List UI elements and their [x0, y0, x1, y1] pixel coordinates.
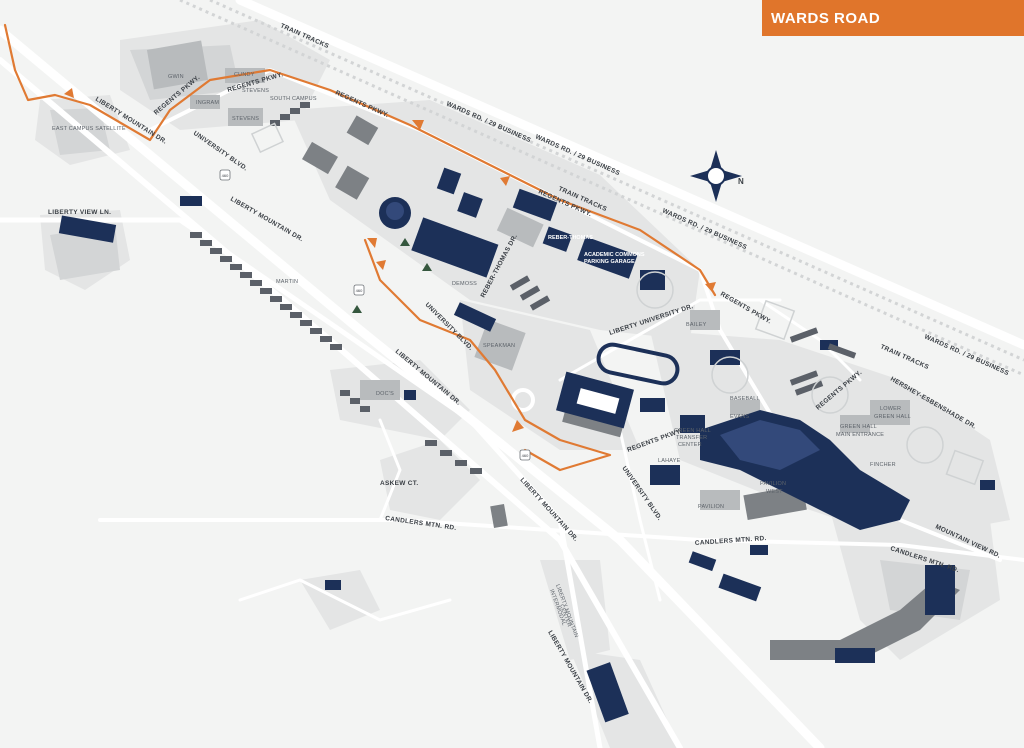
- svg-text:PAVILION: PAVILION: [698, 504, 724, 510]
- fields: [250, 122, 985, 486]
- svg-text:BASEBALL: BASEBALL: [730, 396, 760, 402]
- map-title: WARDS ROAD: [771, 9, 881, 27]
- svg-text:EAST CAMPUS SATELLITE: EAST CAMPUS SATELLITE: [52, 126, 126, 132]
- stadium: [556, 342, 680, 429]
- svg-text:FINCHER: FINCHER: [870, 462, 896, 468]
- svg-text:SPEAKMAN: SPEAKMAN: [483, 343, 515, 349]
- route-shields: 460 460 460: [219, 169, 531, 461]
- svg-text:ASKEW CT.: ASKEW CT.: [380, 480, 418, 487]
- svg-text:TRAIN TRACKS: TRAIN TRACKS: [879, 343, 930, 371]
- svg-text:DOC'S: DOC'S: [376, 391, 394, 397]
- svg-text:LAHAYE: LAHAYE: [658, 458, 681, 464]
- svg-text:INGRAM: INGRAM: [196, 100, 219, 106]
- svg-text:REBER-THOMAS: REBER-THOMAS: [548, 235, 593, 241]
- svg-text:MARTIN: MARTIN: [276, 279, 298, 285]
- svg-text:UNIVERSITY BLVD.: UNIVERSITY BLVD.: [192, 130, 249, 173]
- svg-text:GREEN HALL: GREEN HALL: [840, 424, 877, 430]
- svg-text:460: 460: [356, 288, 363, 293]
- svg-text:ACADEMIC COMMONS: ACADEMIC COMMONS: [584, 252, 645, 258]
- svg-text:LOWER: LOWER: [880, 406, 901, 412]
- svg-text:WEST: WEST: [766, 489, 783, 495]
- svg-text:CANDLERS MTN. RD.: CANDLERS MTN. RD.: [695, 535, 767, 547]
- svg-text:LIBERTY VIEW LN.: LIBERTY VIEW LN.: [48, 209, 111, 216]
- svg-text:PARKING GARAGE: PARKING GARAGE: [584, 259, 635, 265]
- compass-label: N: [738, 177, 744, 186]
- svg-text:GREEN HALL: GREEN HALL: [874, 414, 911, 420]
- svg-text:GWIN: GWIN: [168, 74, 184, 80]
- svg-text:DEMOSS: DEMOSS: [452, 281, 477, 287]
- svg-text:EVANS: EVANS: [730, 414, 749, 420]
- svg-text:WARDS RD. / 29 BUSINESS: WARDS RD. / 29 BUSINESS: [923, 333, 1010, 377]
- svg-text:PAVILION: PAVILION: [760, 481, 786, 487]
- svg-text:CENTER: CENTER: [678, 442, 702, 448]
- svg-text:REGENTS PKWY.: REGENTS PKWY.: [719, 291, 772, 326]
- svg-text:CUNDY: CUNDY: [234, 72, 255, 78]
- dorm-rows: [190, 102, 857, 474]
- svg-text:MAIN ENTRANCE: MAIN ENTRANCE: [836, 432, 884, 438]
- svg-text:GREEN HALL: GREEN HALL: [674, 428, 711, 434]
- tree-markers: [352, 238, 432, 313]
- svg-text:TRANSFER: TRANSFER: [676, 435, 707, 441]
- svg-text:BAILEY: BAILEY: [686, 322, 707, 328]
- map-title-badge: WARDS ROAD: [762, 0, 1024, 36]
- svg-text:STEVENS: STEVENS: [232, 116, 259, 122]
- svg-text:460: 460: [522, 453, 529, 458]
- train-tracks: [179, 0, 1024, 377]
- svg-text:STEVENS: STEVENS: [242, 88, 269, 94]
- shuttle-route: [3, 23, 717, 472]
- compass-rose-icon: N: [690, 150, 744, 202]
- svg-text:CANDLERS MTN. RD.: CANDLERS MTN. RD.: [385, 515, 457, 532]
- svg-text:SOUTH CAMPUS: SOUTH CAMPUS: [270, 96, 317, 102]
- svg-text:460: 460: [222, 173, 229, 178]
- navy-buildings: [58, 167, 995, 723]
